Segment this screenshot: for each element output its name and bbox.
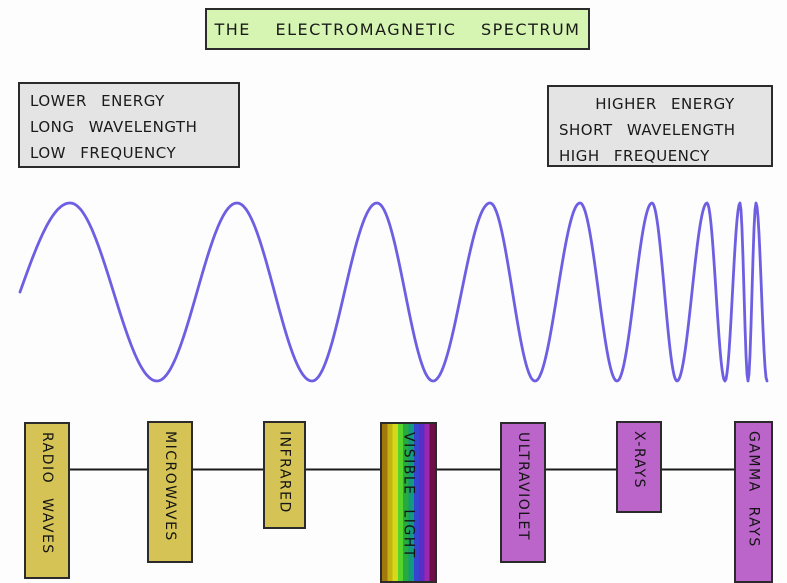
legend-higher-energy: HIGHER ENERGY SHORT WAVELENGTH HIGH FREQ… bbox=[547, 85, 773, 167]
legend-line: LOW FREQUENCY bbox=[30, 144, 177, 162]
band-label: RADIO WAVES bbox=[39, 432, 55, 555]
legend-line: SHORT WAVELENGTH bbox=[559, 121, 736, 139]
band-visible-light: VISIBLE LIGHT bbox=[380, 422, 437, 583]
band-infrared: INFRARED bbox=[263, 421, 306, 529]
band-label: INFRARED bbox=[276, 431, 293, 514]
band-ultraviolet: ULTRAVIOLET bbox=[500, 422, 546, 563]
band-label: ULTRAVIOLET bbox=[515, 432, 531, 541]
legend-line: LONG WAVELENGTH bbox=[30, 118, 198, 136]
legend-line: HIGHER ENERGY bbox=[595, 95, 735, 113]
band-gamma-rays: GAMMA RAYS bbox=[734, 421, 773, 583]
diagram-title: THE ELECTROMAGNETIC SPECTRUM bbox=[205, 8, 590, 50]
legend-line: LOWER ENERGY bbox=[30, 92, 165, 110]
band-label: VISIBLE LIGHT bbox=[400, 432, 417, 559]
diagram-title-text: THE ELECTROMAGNETIC SPECTRUM bbox=[214, 19, 581, 39]
wave-path bbox=[18, 201, 769, 383]
band-microwaves: MICROWAVES bbox=[147, 421, 193, 563]
band-label: GAMMA RAYS bbox=[745, 431, 762, 548]
band-radio-waves: RADIO WAVES bbox=[24, 422, 70, 579]
legend-line: HIGH FREQUENCY bbox=[559, 147, 710, 165]
band-label: X-RAYS bbox=[631, 431, 647, 490]
legend-lower-energy: LOWER ENERGY LONG WAVELENGTH LOW FREQUEN… bbox=[18, 82, 240, 168]
band-label: MICROWAVES bbox=[162, 431, 178, 542]
band-x-rays: X-RAYS bbox=[616, 421, 662, 513]
